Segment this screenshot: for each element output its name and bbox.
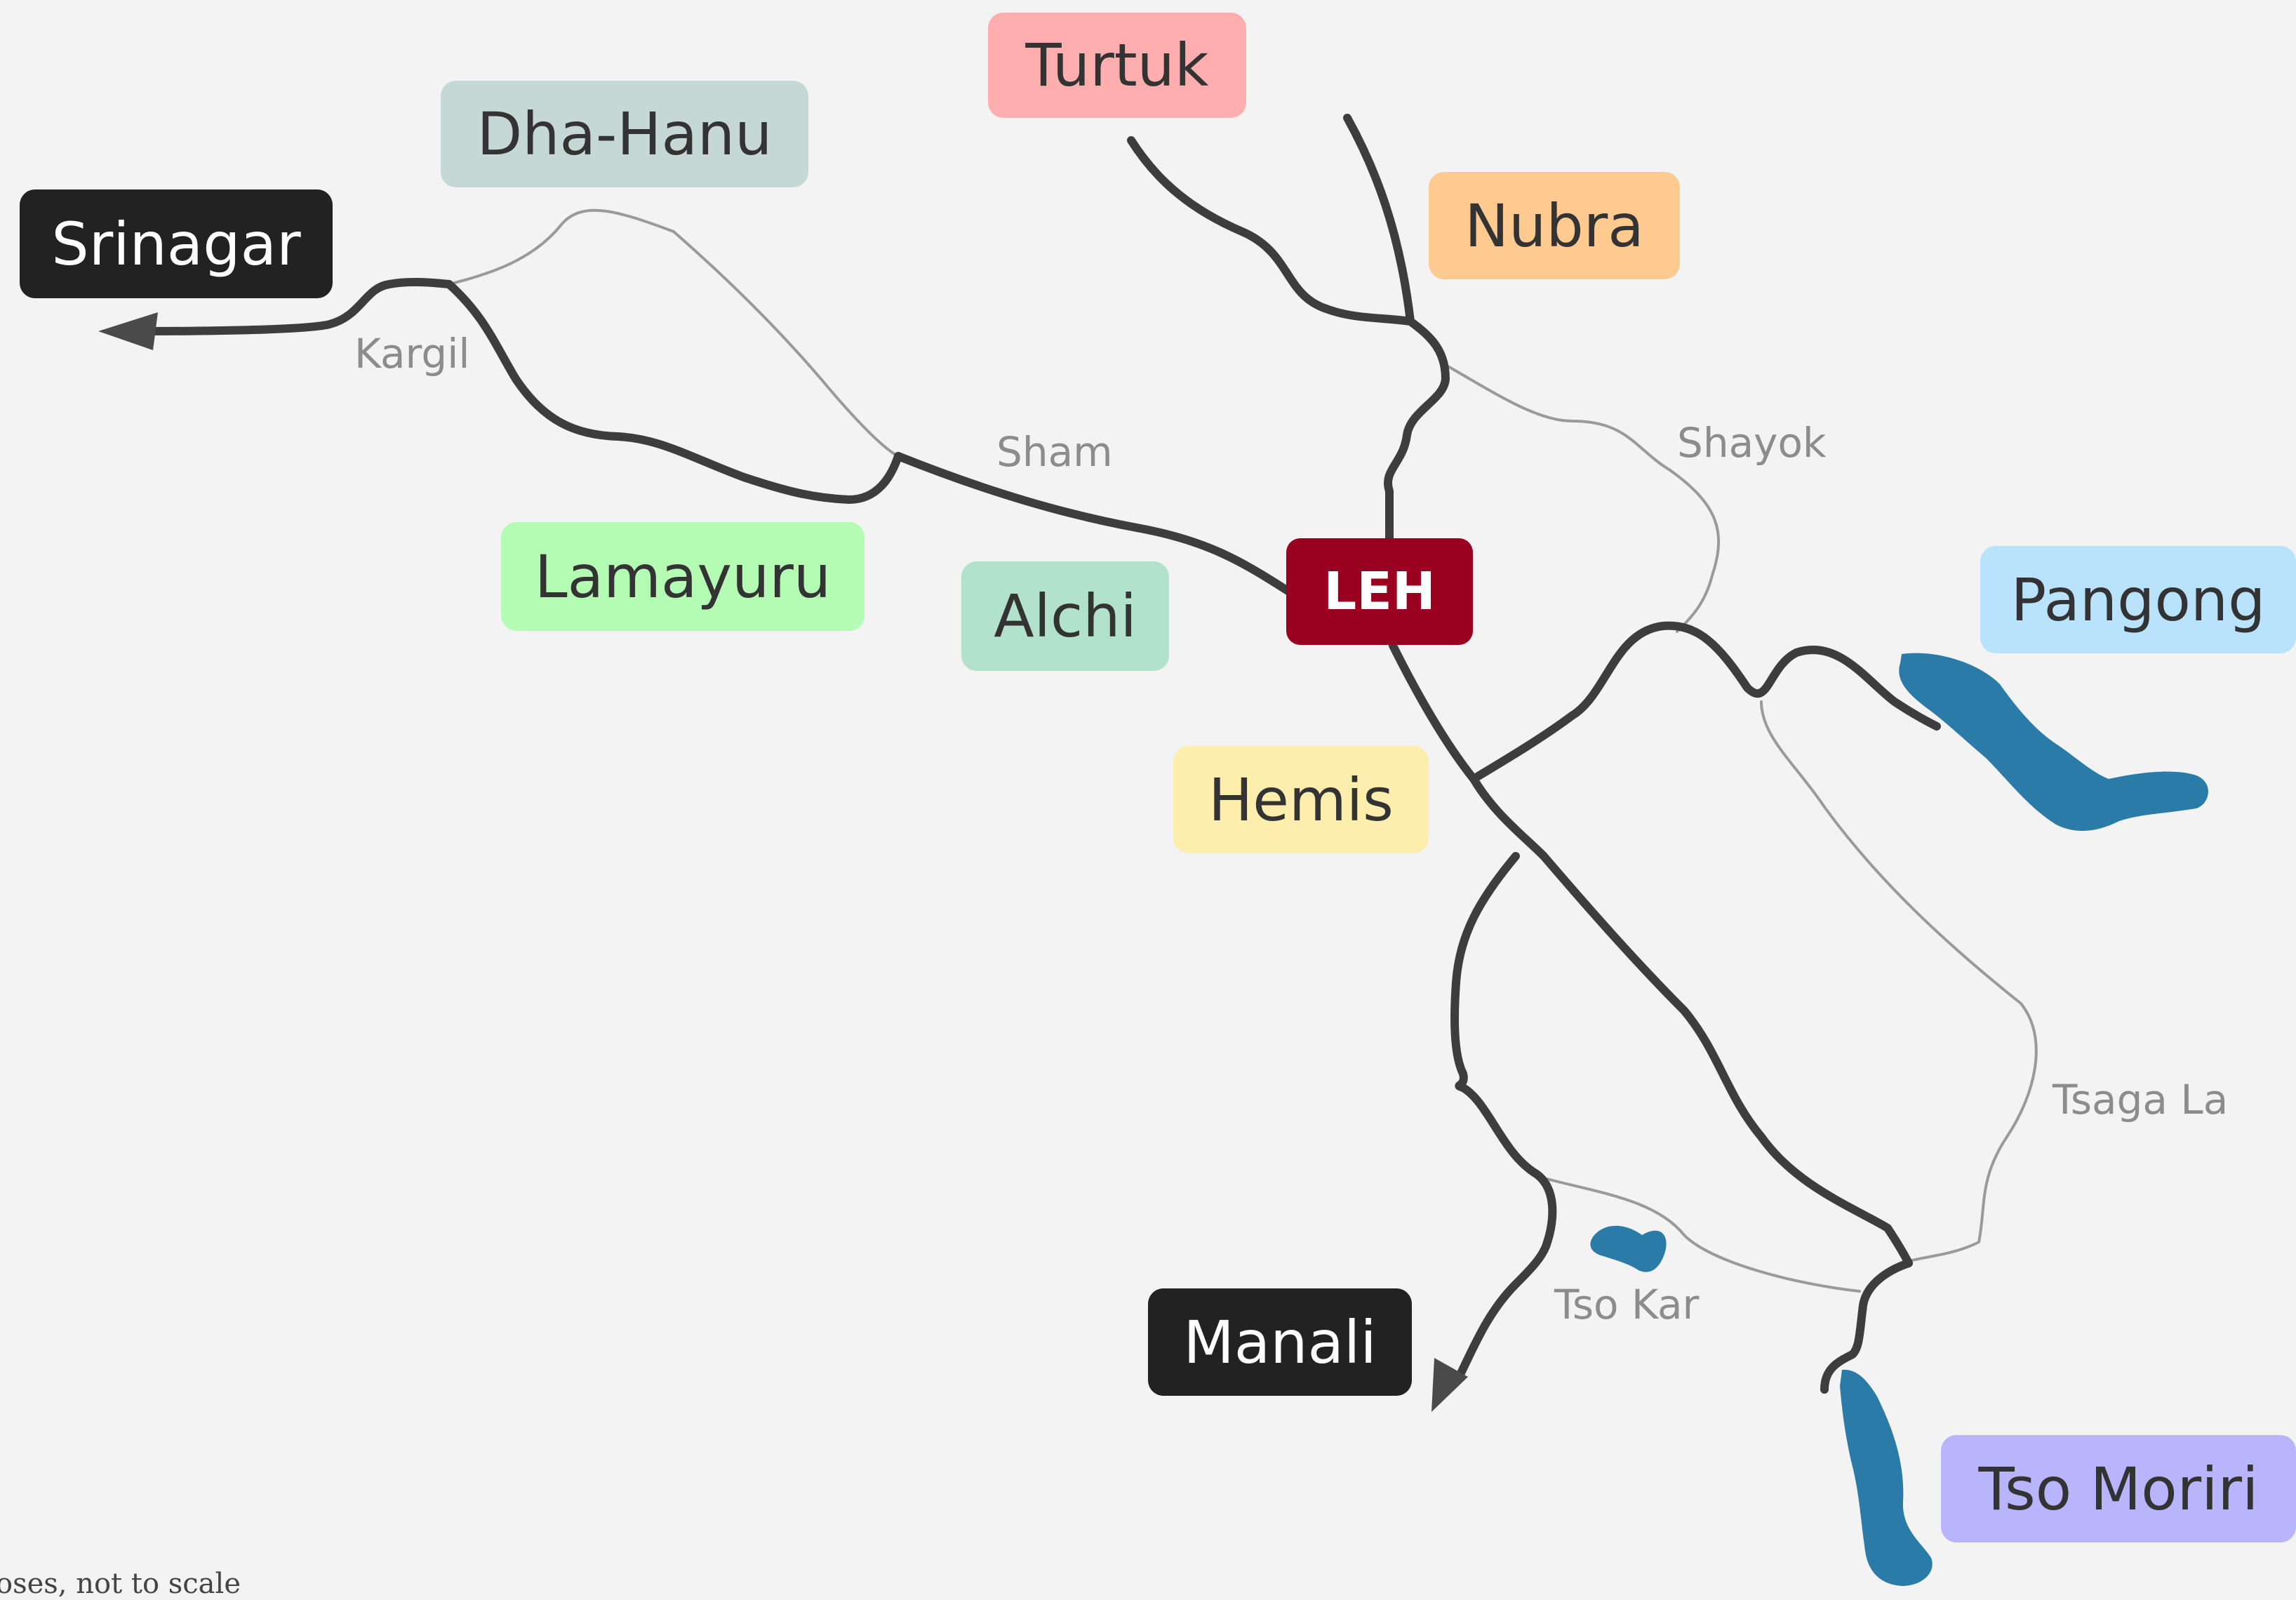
arrow-srinagar-icon: [98, 312, 158, 350]
place-label-sham: Sham: [996, 428, 1113, 476]
road-kargil-lamayuru: [445, 280, 902, 504]
scale-note: oses, not to scale: [0, 1568, 241, 1600]
destination-badge-turtuk: Turtuk: [988, 13, 1246, 118]
destination-badge-dha-hanu: Dha-Hanu: [441, 81, 808, 187]
road-turtuk: [1127, 136, 1415, 326]
place-label-tsaga-la: Tsaga La: [2053, 1076, 2229, 1124]
road-leh-south: [1389, 641, 1913, 1267]
track-dha-hanu: [448, 208, 900, 458]
destination-label: Pangong: [2010, 565, 2266, 634]
track-tso-kar: [1546, 1178, 1861, 1293]
destination-badge-lamayuru: Lamayuru: [501, 522, 865, 631]
road-pangong: [1469, 621, 1941, 783]
destination-label: Lamayuru: [534, 542, 832, 611]
tracks: [448, 208, 2038, 1293]
roads: [136, 114, 1941, 1394]
road-manali: [1450, 852, 1557, 1383]
tso-kar-lake: [1590, 1225, 1667, 1272]
destination-label: Hemis: [1208, 765, 1394, 834]
center-label: LEH: [1323, 561, 1436, 622]
tso-moriri-lake: [1840, 1369, 1933, 1586]
destination-badge-tso-moriri: Tso Moriri: [1941, 1435, 2296, 1542]
track-tsaga-la: [1760, 700, 2038, 1265]
place-label-shayok: Shayok: [1677, 419, 1827, 467]
destination-label: Nubra: [1464, 191, 1644, 260]
destination-label: Dha-Hanu: [476, 100, 773, 168]
destination-label: Tso Moriri: [1978, 1454, 2259, 1524]
place-label-tso-kar: Tso Kar: [1554, 1281, 1700, 1328]
destination-label: Turtuk: [1025, 31, 1209, 100]
road-tso-moriri: [1820, 1259, 1913, 1394]
destination-badge-pangong: Pangong: [1980, 546, 2296, 653]
pangong-lake: [1899, 653, 2208, 832]
road-nubra-north: [1343, 114, 1415, 326]
destination-badge-manali: Manali: [1148, 1288, 1412, 1396]
destination-badge-nubra: Nubra: [1429, 172, 1680, 279]
road-khardung: [1384, 317, 1450, 545]
destination-badge-hemis: Hemis: [1173, 746, 1429, 853]
destination-label: Srinagar: [51, 209, 301, 279]
destination-badge-srinagar: Srinagar: [20, 189, 333, 298]
center-badge-leh: LEH: [1286, 538, 1473, 645]
arrow-manali-icon: [1431, 1358, 1468, 1412]
destination-label: Alchi: [994, 582, 1137, 651]
track-shayok: [1444, 364, 1721, 633]
road-srinagar: [136, 277, 453, 335]
place-label-kargil: Kargil: [354, 330, 470, 378]
destination-label: Manali: [1183, 1307, 1377, 1377]
road-sham-leh: [894, 452, 1295, 597]
destination-badge-alchi: Alchi: [961, 561, 1169, 671]
